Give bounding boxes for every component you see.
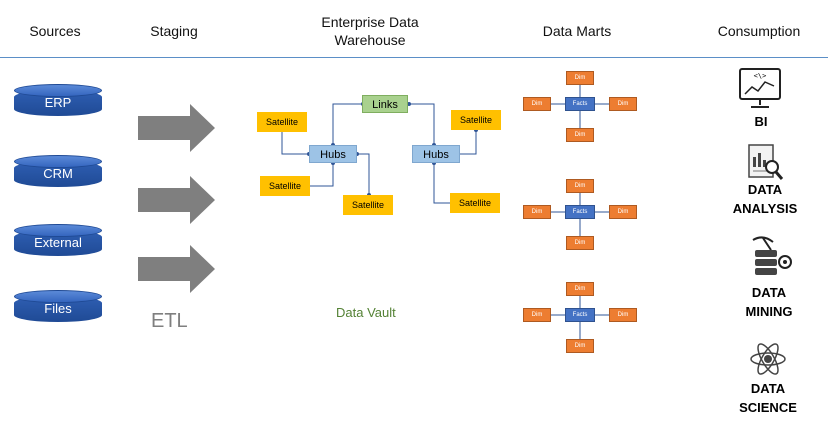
mart1-dim-bottom: Dim: [566, 128, 594, 142]
data-science-atom-icon: [750, 343, 786, 375]
data-mining-icon: [752, 236, 792, 275]
source-external: External: [14, 224, 102, 256]
mart2-dim-top: Dim: [566, 179, 594, 193]
consumption-data-mining-line1: DATA: [751, 285, 787, 300]
bi-monitor-icon: <\>: [739, 68, 781, 108]
header-edw-line1: Enterprise Data: [321, 14, 419, 30]
vault-hub-right: Hubs: [412, 145, 460, 163]
mart3-dim-left: Dim: [523, 308, 551, 322]
vault-hub-left: Hubs: [309, 145, 357, 163]
etl-label: ETL: [151, 310, 188, 332]
consumption-data-mining: DATA MINING: [724, 283, 814, 321]
data-analysis-report-icon: [748, 144, 784, 180]
mart1-facts: Facts: [565, 97, 595, 111]
header-sources: Sources: [29, 23, 81, 39]
mart2-dim-right: Dim: [609, 205, 637, 219]
source-files-label: Files: [44, 301, 72, 316]
mart3-dim-right: Dim: [609, 308, 637, 322]
mart1-dim-right: Dim: [609, 97, 637, 111]
mart1-dim-left: Dim: [523, 97, 551, 111]
source-erp: ERP: [14, 84, 102, 116]
header-consumption: Consumption: [717, 23, 801, 39]
source-erp-label: ERP: [44, 95, 72, 110]
source-files: Files: [14, 290, 102, 322]
consumption-data-science-line2: SCIENCE: [739, 400, 797, 415]
etl-arrow-top: [138, 104, 215, 152]
data-vault-caption: Data Vault: [336, 305, 396, 320]
consumption-data-science: DATA SCIENCE: [723, 379, 813, 417]
consumption-data-analysis-line1: DATA: [747, 182, 783, 197]
consumption-bi: BI: [754, 114, 768, 129]
mart2-dim-left: Dim: [523, 205, 551, 219]
header-data-marts: Data Marts: [542, 23, 612, 39]
mart2-facts: Facts: [565, 205, 595, 219]
source-crm: CRM: [14, 155, 102, 187]
source-crm-label: CRM: [43, 166, 73, 181]
vault-links: Links: [362, 95, 408, 113]
source-external-label: External: [34, 235, 82, 250]
etl-arrow-bottom: [138, 245, 215, 293]
vault-satellite-top-right: Satellite: [451, 110, 501, 130]
consumption-data-analysis: DATA ANALYSIS: [720, 180, 810, 218]
vault-satellite-bottom-middle: Satellite: [343, 195, 393, 215]
header-edw: Enterprise Data Warehouse: [300, 13, 440, 49]
etl-arrow-middle: [138, 176, 215, 224]
mart1-dim-top: Dim: [566, 71, 594, 85]
svg-text:<\>: <\>: [754, 72, 767, 80]
consumption-data-science-line1: DATA: [750, 381, 786, 396]
mart2-dim-bottom: Dim: [566, 236, 594, 250]
header-divider: [0, 57, 828, 58]
vault-satellite-bottom-right: Satellite: [450, 193, 500, 213]
header-staging: Staging: [150, 23, 198, 39]
header-edw-line2: Warehouse: [334, 32, 406, 48]
vault-satellite-bottom-left: Satellite: [260, 176, 310, 196]
mart3-dim-top: Dim: [566, 282, 594, 296]
vault-satellite-top-left: Satellite: [257, 112, 307, 132]
consumption-data-analysis-line2: ANALYSIS: [732, 201, 798, 216]
consumption-data-mining-line2: MINING: [745, 304, 793, 319]
mart3-facts: Facts: [565, 308, 595, 322]
mart3-dim-bottom: Dim: [566, 339, 594, 353]
